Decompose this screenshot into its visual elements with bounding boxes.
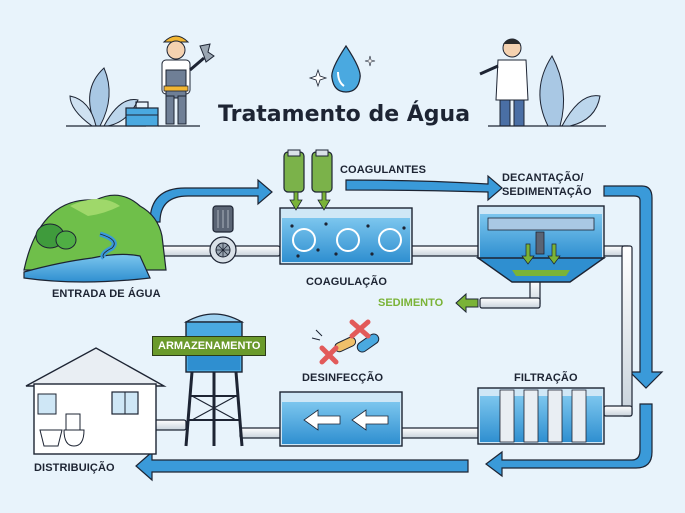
sediment-arrow-icon xyxy=(455,292,479,314)
scientist-icon xyxy=(479,38,606,127)
water-drop-icon xyxy=(308,44,376,93)
label-decantacao-line2: SEDIMENTAÇÃO xyxy=(502,186,592,198)
label-decantacao-line1: DECANTAÇÃO/ xyxy=(502,172,584,184)
water-intake-landscape xyxy=(23,194,167,283)
arrow-to-coagulants xyxy=(149,178,273,223)
label-filtracao: FILTRAÇÃO xyxy=(514,372,578,384)
water-tower-icon xyxy=(183,313,245,447)
arrow-to-distribution xyxy=(135,450,469,482)
disinfection-tank xyxy=(279,391,403,447)
pump-icon xyxy=(209,205,237,264)
filtration-tank xyxy=(477,387,605,445)
pipe-to-filtration xyxy=(603,405,633,417)
decantation-tank xyxy=(475,205,607,283)
label-sedimento: SEDIMENTO xyxy=(378,297,444,309)
worker-with-wrench-icon xyxy=(158,35,215,127)
arrow-to-filtration xyxy=(485,403,653,478)
label-coagulantes: COAGULANTES xyxy=(340,164,427,176)
page-title: Tratamento de Água xyxy=(218,102,471,127)
pipe-disinf-to-tower xyxy=(239,427,283,439)
toolbox-icon xyxy=(125,101,159,127)
label-entrada: ENTRADA DE ÁGUA xyxy=(52,288,161,300)
label-desinfeccao: DESINFECÇÃO xyxy=(302,372,384,384)
arrow-down-right xyxy=(603,185,664,389)
flow-arrows xyxy=(135,174,664,482)
coagulation-tank xyxy=(279,149,413,265)
pipe-coag-to-dec xyxy=(409,245,483,257)
plants-right-icon xyxy=(539,55,601,127)
bacteria-crossed-icon xyxy=(311,319,380,365)
pipe-sediment-horizontal xyxy=(479,297,541,309)
label-distribuicao: DISTRIBUIÇÃO xyxy=(34,462,115,474)
arrow-to-decantation xyxy=(345,174,503,202)
label-armazenamento: ARMAZENAMENTO xyxy=(152,336,267,356)
pipe-right-vertical xyxy=(621,245,633,417)
label-coagulacao: COAGULAÇÃO xyxy=(306,276,388,288)
house-icon xyxy=(25,347,167,455)
pipe-filt-to-disinf xyxy=(399,427,483,439)
